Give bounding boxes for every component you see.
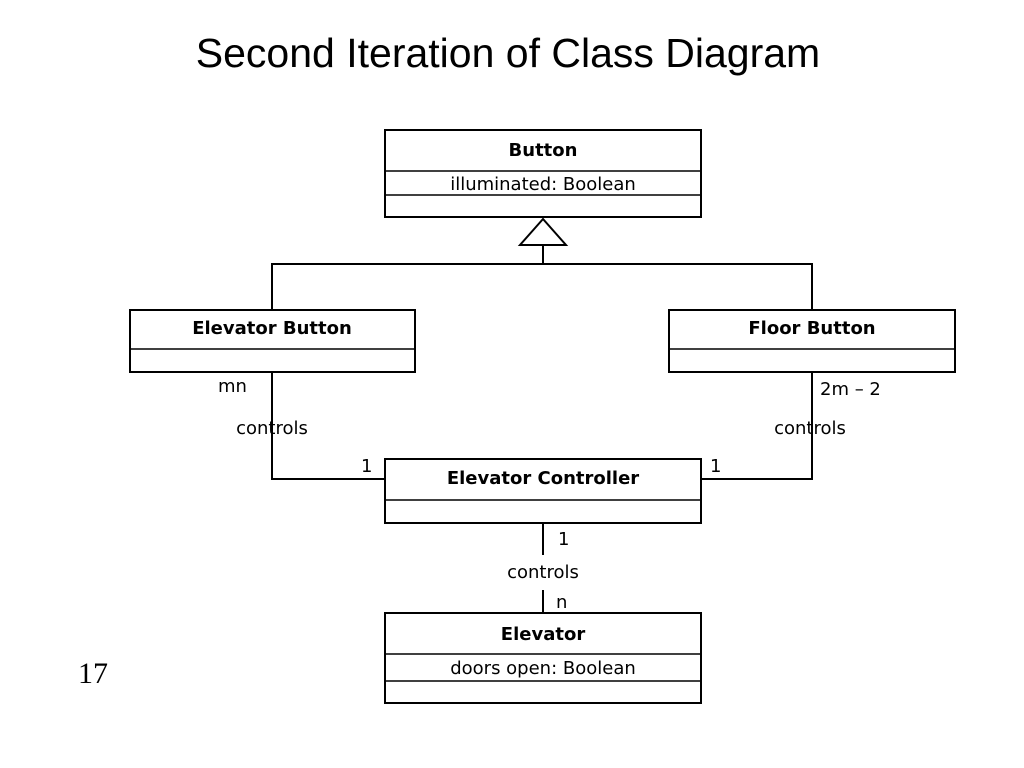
multiplicity-label: 2m – 2 bbox=[820, 379, 881, 400]
multiplicity-label: mn bbox=[218, 376, 247, 397]
multiplicity-label: n bbox=[556, 592, 567, 613]
class-name: Floor Button bbox=[748, 318, 875, 339]
association-label: controls bbox=[507, 562, 579, 583]
class-button: Button illuminated: Boolean bbox=[384, 129, 702, 218]
class-name: Elevator Button bbox=[192, 318, 352, 339]
multiplicity-label: 1 bbox=[710, 456, 721, 477]
class-elevator-button: Elevator Button bbox=[129, 309, 416, 373]
page-number: 17 bbox=[78, 657, 108, 690]
multiplicity-label: 1 bbox=[558, 529, 569, 550]
class-attribute: illuminated: Boolean bbox=[450, 174, 636, 195]
association-label: controls bbox=[236, 418, 308, 439]
class-elevator-controller: Elevator Controller bbox=[384, 458, 702, 524]
class-floor-button: Floor Button bbox=[668, 309, 956, 373]
class-name: Elevator bbox=[501, 624, 586, 645]
class-name: Elevator Controller bbox=[447, 468, 639, 489]
slide-title: Second Iteration of Class Diagram bbox=[195, 30, 821, 76]
generalization-connector bbox=[271, 217, 813, 310]
multiplicity-label: 1 bbox=[361, 456, 372, 477]
class-attribute: doors open: Boolean bbox=[450, 658, 636, 679]
association-floor-button-controller bbox=[700, 372, 813, 480]
inheritance-arrowhead bbox=[517, 217, 569, 246]
association-label: controls bbox=[774, 418, 846, 439]
association-elevator-button-controller bbox=[271, 372, 387, 480]
class-elevator: Elevator doors open: Boolean bbox=[384, 612, 702, 704]
class-name: Button bbox=[509, 140, 578, 161]
